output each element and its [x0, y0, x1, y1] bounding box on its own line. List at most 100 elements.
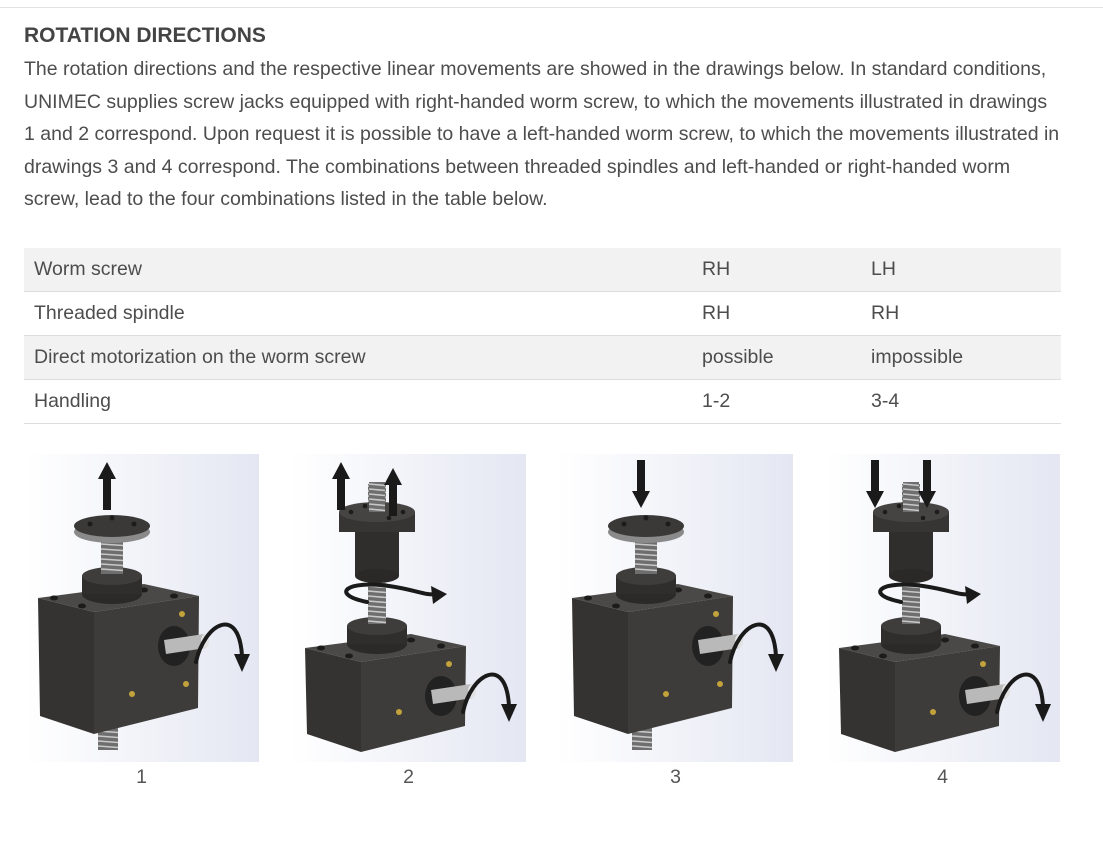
top-plate	[74, 515, 150, 537]
worm-rotation-arrow-head	[501, 704, 517, 722]
combination-table: Worm screw RH LH Threaded spindle RH RH …	[24, 248, 1061, 424]
worm-shaft	[431, 684, 473, 704]
thread-line	[901, 600, 921, 604]
thread-line	[368, 488, 386, 492]
thread-line	[902, 503, 920, 507]
worm-rotation-arrow-head	[1035, 704, 1051, 722]
grease-fitting	[930, 709, 936, 715]
bolt-hole	[317, 645, 325, 651]
nut-bottom	[355, 569, 399, 583]
table-cell-label: Handling	[24, 379, 692, 424]
thread-line	[631, 735, 653, 739]
thread-line	[368, 503, 386, 507]
thread-line	[368, 493, 386, 497]
thread-line	[367, 610, 387, 614]
thread-line	[901, 590, 921, 594]
linear-direction-arrow	[332, 462, 350, 510]
table-cell-value: possible	[692, 335, 861, 380]
thread-line	[368, 508, 386, 512]
housing-collar-top	[881, 617, 941, 635]
top-plate	[608, 515, 684, 537]
linear-direction-arrow	[866, 460, 884, 508]
thread-line	[901, 615, 921, 619]
thread-line	[367, 605, 387, 609]
thread-line	[902, 488, 920, 492]
bolt-hole	[851, 645, 859, 651]
flange-hole	[400, 509, 406, 515]
flange-hole	[934, 509, 940, 515]
thread-line	[367, 620, 387, 624]
linear-direction-arrow	[384, 468, 402, 516]
thread-line	[100, 558, 124, 562]
thread-line	[634, 558, 658, 562]
flange-hole	[362, 503, 368, 509]
bolt-hole	[78, 603, 86, 609]
thread-line	[367, 595, 387, 599]
section-title: ROTATION DIRECTIONS	[24, 24, 266, 47]
screw-jack-drawing-1	[24, 454, 259, 762]
housing-collar-top	[616, 567, 676, 585]
plate-hole	[621, 521, 627, 527]
screw-jack-illustration	[24, 454, 259, 762]
thread-line	[902, 493, 920, 497]
screw-jack-illustration	[558, 454, 793, 762]
grease-fitting	[663, 691, 669, 697]
table-row: Threaded spindle RH RH	[24, 291, 1061, 336]
plate-hole	[87, 521, 93, 527]
worm-shaft	[164, 634, 206, 654]
thread-line	[97, 740, 119, 744]
housing-left	[38, 598, 94, 734]
thread-line	[634, 563, 658, 567]
thread-line	[901, 620, 921, 624]
worm-rotation-arrow	[461, 672, 511, 714]
thread-line	[100, 548, 124, 552]
housing-left	[572, 598, 628, 734]
thread-line	[634, 548, 658, 552]
thread-line	[901, 610, 921, 614]
grease-fitting	[179, 611, 185, 617]
plate-hole	[109, 515, 115, 521]
figure-caption: 3	[670, 766, 681, 788]
table-cell-value: 3-4	[861, 379, 1061, 424]
table-row: Direct motorization on the worm screw po…	[24, 335, 1061, 380]
flange-hole	[386, 515, 392, 521]
thread-line	[100, 543, 124, 547]
grease-fitting	[980, 661, 986, 667]
nut-body	[889, 526, 933, 576]
grease-fitting	[396, 709, 402, 715]
housing-collar-top	[82, 567, 142, 585]
thread-line	[100, 553, 124, 557]
spindle-top	[903, 482, 919, 512]
thread-line	[901, 605, 921, 609]
bolt-hole	[704, 593, 712, 599]
table-cell-value: 1-2	[692, 379, 861, 424]
thread-line	[97, 745, 119, 749]
linear-direction-arrow	[918, 460, 936, 508]
figure-caption: 1	[136, 766, 147, 788]
bolt-hole	[879, 653, 887, 659]
table-cell-value: LH	[861, 248, 1061, 292]
spindle-rotation-arrow	[344, 582, 439, 604]
top-divider	[0, 0, 1103, 8]
thread-line	[634, 543, 658, 547]
plate-hole	[131, 521, 137, 527]
thread-line	[631, 740, 653, 744]
housing-front	[895, 646, 1000, 752]
screw-jack-illustration	[825, 454, 1060, 762]
grease-fitting	[129, 691, 135, 697]
screw-jack-drawing-4	[825, 454, 1060, 762]
linear-direction-arrow	[98, 462, 116, 510]
thread-line	[902, 498, 920, 502]
linear-direction-arrow	[632, 460, 650, 508]
thread-line	[634, 568, 658, 572]
bolt-hole	[407, 637, 415, 643]
thread-line	[901, 595, 921, 599]
screw-jack-drawing-2	[291, 454, 526, 762]
housing-left	[305, 648, 361, 752]
table-cell-label: Threaded spindle	[24, 291, 692, 336]
thread-line	[100, 563, 124, 567]
screw-jack-drawing-3	[558, 454, 793, 762]
table-cell-value: RH	[692, 248, 861, 292]
bolt-hole	[345, 653, 353, 659]
spindle-rotation-arrow	[878, 582, 973, 604]
